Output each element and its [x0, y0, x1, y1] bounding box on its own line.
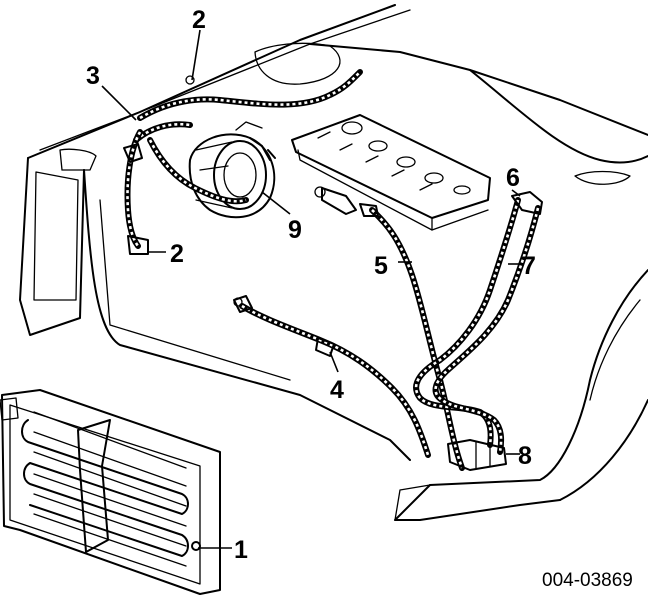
ac-condenser [0, 389, 221, 595]
callout-5: 5 [374, 252, 388, 280]
ac-hoses [124, 69, 541, 471]
callout-9: 9 [288, 216, 302, 244]
callout-2-top: 2 [192, 6, 206, 34]
leader-lines [101, 29, 521, 549]
reference-number: 004-03869 [542, 570, 633, 591]
callout-8: 8 [518, 442, 532, 470]
hose-fittings [123, 75, 543, 471]
callout-4: 4 [330, 376, 344, 404]
engine-valve-cover [291, 114, 491, 231]
callout-7: 7 [522, 252, 536, 280]
callout-2-lower: 2 [170, 240, 184, 268]
callout-1: 1 [234, 536, 248, 564]
vehicle-body-outline [19, 4, 648, 521]
callout-3: 3 [86, 62, 100, 90]
callouts: 1 2 2 3 4 5 6 7 8 9 [86, 6, 536, 564]
callout-6: 6 [506, 164, 520, 192]
